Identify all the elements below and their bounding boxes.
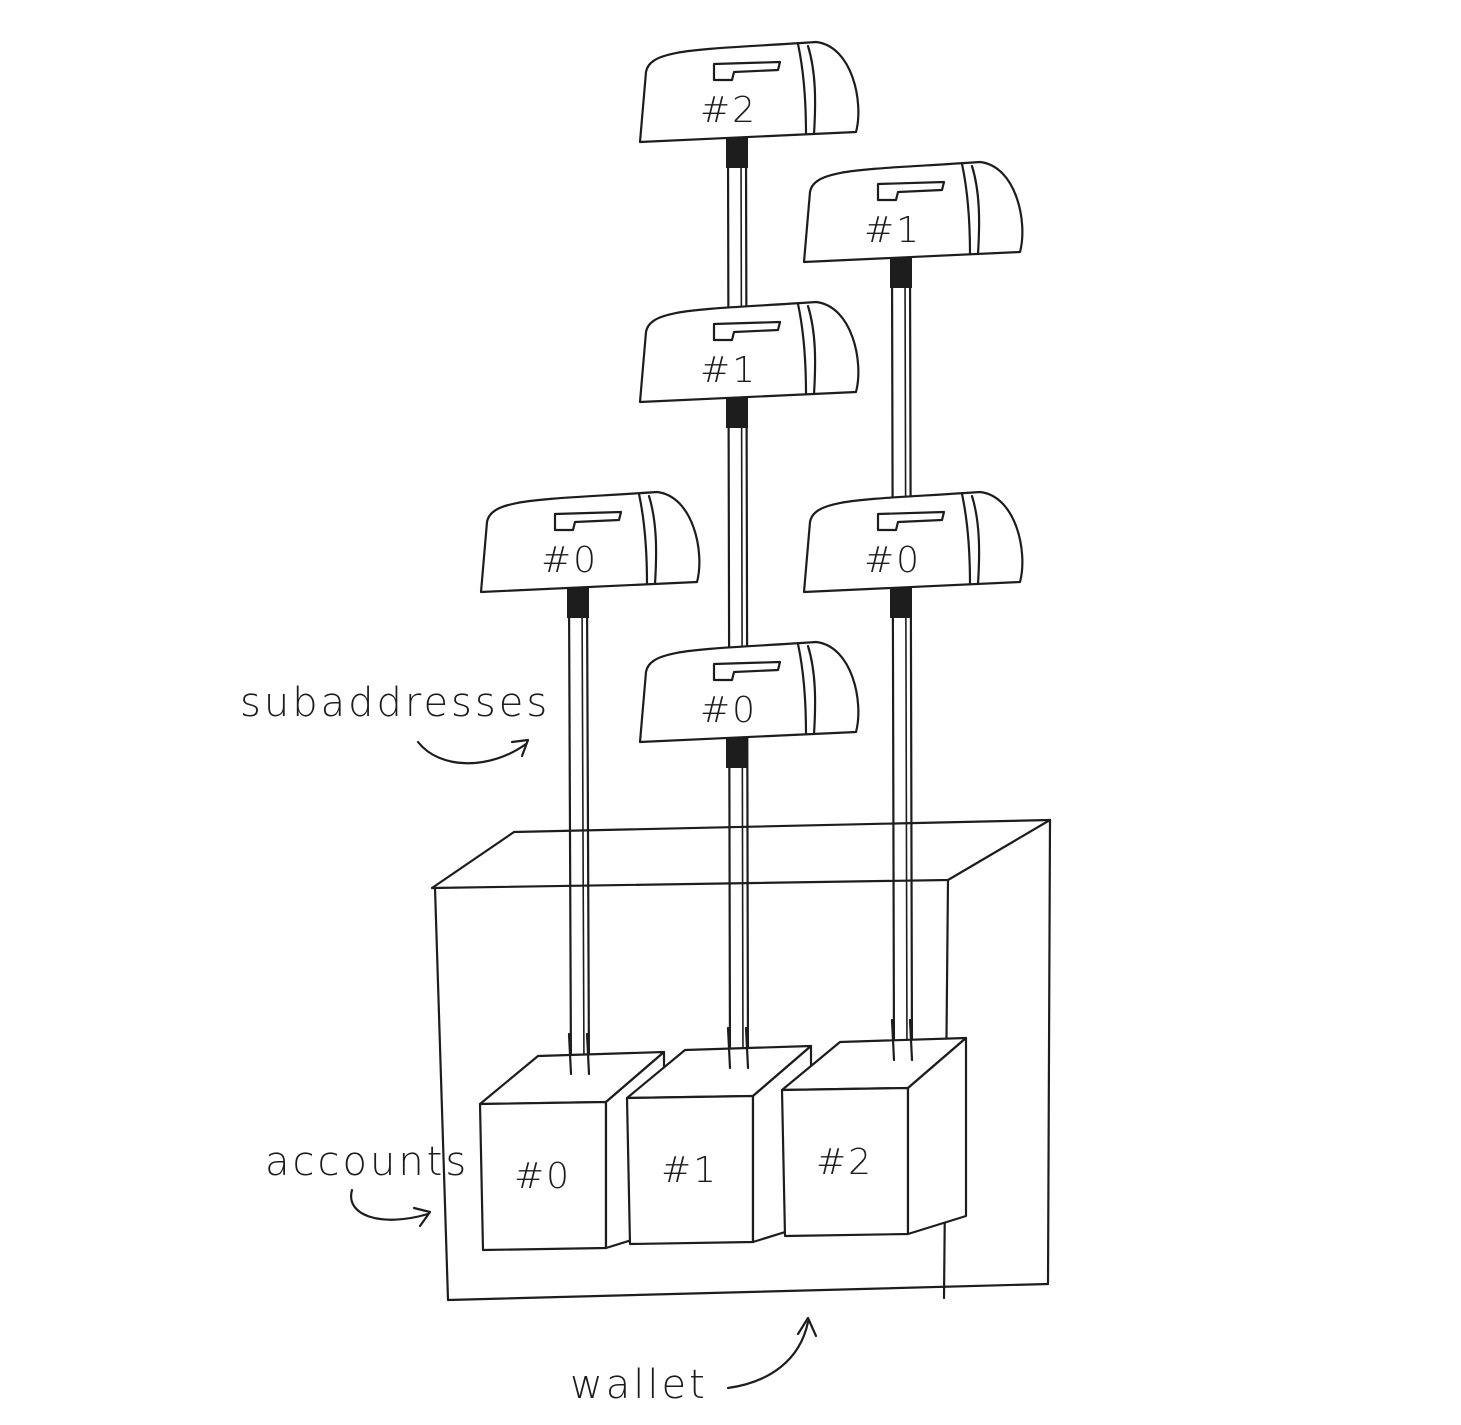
subaddress-mailbox: #0	[638, 640, 860, 768]
accounts-arrow	[350, 1188, 430, 1221]
subaddress-label: #0	[541, 540, 598, 581]
subaddress-label: #0	[700, 690, 757, 731]
subaddress-mailbox: #1	[802, 160, 1024, 288]
account-group: #1 #0 #1 #2	[625, 40, 860, 1246]
subaddress-label: #1	[864, 210, 921, 251]
subaddress-mailbox: #0	[802, 490, 1024, 618]
subaddress-label: #0	[864, 540, 921, 581]
wallet-label: wallet	[570, 1362, 708, 1408]
subaddresses-arrow	[416, 740, 528, 765]
pole	[726, 140, 750, 1070]
accounts-annotation: accounts	[265, 1139, 469, 1228]
subaddresses-label: subaddresses	[240, 680, 550, 726]
wallet-arrow	[726, 1320, 810, 1390]
subaddress-mailbox: #2	[638, 40, 860, 168]
pole	[567, 590, 591, 1076]
accounts-label: accounts	[265, 1139, 469, 1185]
pole	[890, 260, 914, 1062]
subaddress-label: #2	[700, 90, 757, 131]
account-group: #2 #0 #1	[780, 160, 1024, 1238]
wallet-box	[430, 818, 1052, 1302]
wallet-annotation: wallet	[570, 1316, 818, 1408]
account-label: #0	[514, 1156, 571, 1197]
subaddress-mailbox: #1	[638, 300, 860, 428]
subaddress-label: #1	[700, 350, 757, 391]
account-label: #2	[816, 1142, 873, 1183]
subaddresses-annotation: subaddresses	[240, 680, 550, 765]
account-cube: #2	[780, 1036, 968, 1238]
subaddress-mailbox: #0	[479, 490, 701, 618]
account-cube: #1	[625, 1044, 813, 1246]
account-label: #1	[661, 1150, 718, 1191]
accounts-layer: #0 #0 #1 #0 #1 #2 #2 #0 #1	[478, 40, 1024, 1252]
